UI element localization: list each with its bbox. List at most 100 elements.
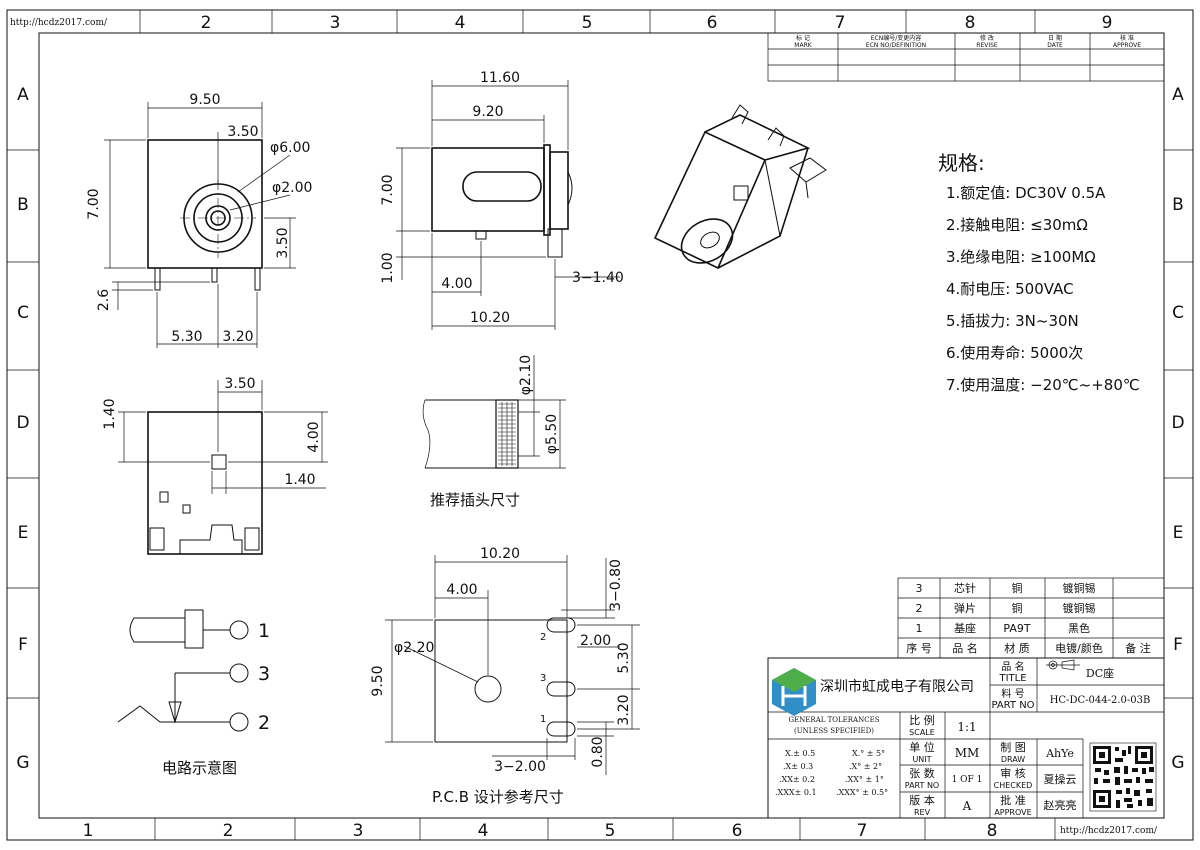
plug-knurl (498, 402, 516, 466)
dim-label: 3.20 (616, 694, 632, 725)
bom-cell: 芯针 (954, 581, 976, 595)
grid-bottom-label: 3 (353, 821, 364, 841)
url-top: http://hcdz2017.com/ (10, 18, 108, 28)
grid-row-label: C (1172, 303, 1184, 323)
dim-label: 3.20 (222, 329, 253, 345)
spec-item: 4.耐电压: 500VAC (946, 280, 1074, 298)
projection-symbol-icon (1046, 659, 1080, 671)
dim-label: 9.50 (370, 665, 386, 696)
dim-label: 3−2.00 (494, 759, 546, 775)
dim-label: 9.50 (189, 92, 220, 108)
grid-top-label: 3 (330, 13, 341, 33)
grid-bottom-label: 7 (857, 821, 868, 841)
specs-title: 规格: (938, 151, 985, 175)
dim-label: 3−0.80 (608, 559, 624, 611)
tolerance-angular: .X° ± 2° (849, 762, 882, 771)
grid-row-label: G (1171, 753, 1184, 773)
rev-col-cn: 日 期 (1048, 34, 1062, 42)
grid-bottom-label: 1 (83, 821, 94, 841)
grid-row-label: E (1173, 523, 1184, 543)
check-value: 夏操云 (1044, 772, 1077, 786)
side-view: 11.60 9.20 7.00 1.00 4.00 3−1.40 10.20 (380, 70, 624, 330)
rev-label-en: REV (914, 808, 931, 817)
spec-item: 6.使用寿命: 5000次 (946, 344, 1083, 362)
grid-bottom-label: 4 (478, 821, 489, 841)
grid-top-label: 8 (965, 13, 976, 33)
grid-row-label: E (18, 523, 29, 543)
bom-cell: 1 (916, 622, 923, 635)
draw-label-cn: 制 图 (1000, 741, 1026, 754)
approve-value: 赵亮亮 (1044, 798, 1077, 812)
url-bottom: http://hcdz2017.com/ (1060, 826, 1158, 836)
pad-label: 2 (540, 632, 546, 643)
title-label-en: TITLE (998, 673, 1026, 684)
tolerance-linear: .XXX± 0.1 (775, 788, 817, 797)
bom-cell: 弹片 (954, 601, 976, 615)
rev-col-en: ECN NO/DEFINITION (866, 42, 926, 49)
rev-col-cn: ECN编号/变更内容 (871, 34, 922, 42)
dim-label: 2.00 (580, 633, 611, 649)
company-name: 深圳市虹成电子有限公司 (820, 678, 974, 695)
grid-row-label: G (16, 753, 29, 773)
part-label-cn: 料 号 (1001, 687, 1024, 700)
part-value: HC-DC-044-2.0-03B (1050, 695, 1151, 706)
tolerance-angular: .XXX° ± 0.5° (836, 788, 888, 797)
sheet-value: 1 OF 1 (952, 775, 983, 785)
grid-top-label: 4 (455, 13, 466, 33)
pin-label: 1 (258, 620, 270, 642)
dim-label: 10.20 (470, 310, 510, 326)
grid-top-label: 5 (582, 13, 593, 33)
tolerance-title: GENERAL TOLERANCES (788, 716, 879, 724)
dim-label: 4.00 (446, 582, 477, 598)
pin-label: 2 (258, 712, 270, 734)
plug-view: φ2.10 φ5.50 推荐插头尺寸 (422, 355, 566, 509)
grid-row-label: A (1172, 85, 1184, 105)
isometric-view (653, 104, 827, 270)
approve-label-en: APPROVE (994, 808, 1031, 817)
grid-top-label: 9 (1102, 13, 1113, 33)
sheet-label-en: PART NO (905, 781, 939, 790)
check-label-cn: 审 核 (1000, 766, 1026, 780)
spec-item: 2.接触电阻: ≤30mΩ (946, 216, 1088, 234)
bom-cell: 基座 (954, 621, 976, 635)
grid-row-label: C (17, 303, 29, 323)
bom-header: 材 质 (1004, 641, 1030, 655)
scale-value: 1:1 (957, 720, 976, 734)
bom-table: 3 芯针 铜 镀铜锡 2 弹片 铜 镀铜锡 1 基座 PA9T 黑色 序 号 品… (897, 577, 1165, 659)
bom-cell: PA9T (1003, 622, 1030, 635)
bom-cell: 黑色 (1068, 621, 1090, 635)
grid-row-label: F (1173, 635, 1183, 655)
dim-label: 3.50 (275, 227, 291, 258)
pad-label: 1 (540, 714, 546, 725)
front-view: 9.50 3.50 φ6.00 φ2.00 7.00 3.50 2.6 5.30… (86, 92, 312, 348)
scale-label-cn: 比 例 (909, 713, 935, 727)
sheet-label-cn: 张 数 (909, 767, 935, 780)
check-label-en: CHECKED (994, 781, 1033, 790)
grid-top-label: 2 (201, 13, 212, 33)
bom-cell: 3 (916, 582, 923, 595)
plug-caption: 推荐插头尺寸 (430, 491, 520, 509)
dim-label: 1.40 (102, 398, 118, 429)
bom-header: 电镀/颜色 (1055, 641, 1103, 655)
pcb-caption: P.C.B 设计参考尺寸 (432, 788, 564, 806)
unit-label-cn: 单 位 (909, 740, 935, 754)
circuit-diagram: 1 3 2 电路示意图 (117, 609, 270, 777)
dim-label: 5.30 (171, 329, 202, 345)
dim-label: 1.00 (380, 252, 396, 283)
grid-bottom-label: 5 (605, 821, 616, 841)
qr-code-icon (1089, 742, 1157, 812)
company-logo-icon (772, 668, 816, 716)
bom-cell: 2 (916, 602, 923, 615)
dim-label: φ2.10 (518, 355, 534, 395)
grid-top-label: 6 (707, 13, 718, 33)
title-block: 深圳市虹成电子有限公司 品 名 TITLE 料 号 PART NO DC座 HC… (767, 657, 1165, 819)
rev-col-cn: 标 记 (796, 34, 810, 42)
dim-label: 10.20 (480, 546, 520, 562)
tolerance-subtitle: (UNLESS SPECIFIED) (794, 727, 874, 735)
dim-label: φ2.20 (394, 640, 434, 656)
spec-item: 7.使用温度: −20℃~+80℃ (946, 376, 1140, 394)
grid-row-label: B (1172, 195, 1184, 215)
drawing-frame: http://hcdz2017.com/ http://hcdz2017.com… (6, 9, 1194, 841)
tolerance-linear: .XX± 0.2 (779, 775, 815, 784)
rev-col-en: REVISE (976, 42, 998, 49)
